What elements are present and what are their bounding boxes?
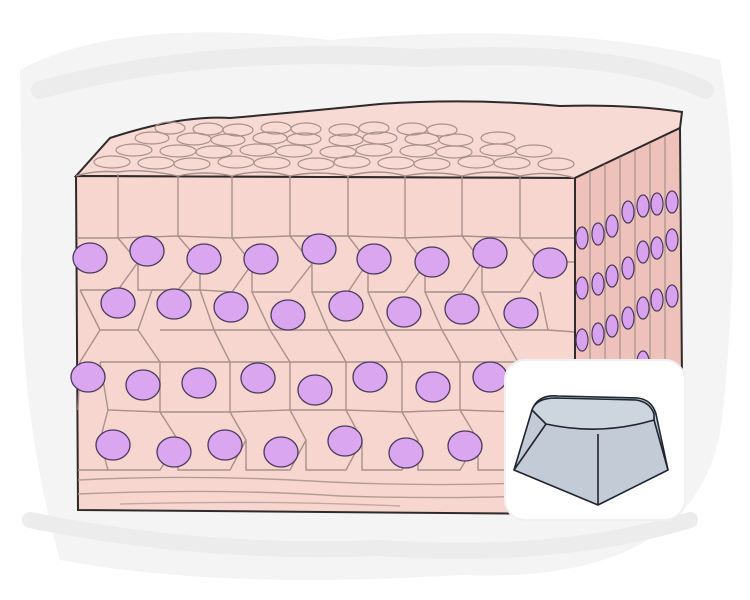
cell-nucleus	[605, 264, 619, 288]
surface-cell	[328, 123, 360, 137]
cell-nucleus	[301, 233, 337, 265]
surface-cell	[222, 123, 254, 137]
cell-nucleus	[352, 361, 388, 393]
cell-nucleus	[650, 288, 664, 312]
cell-nucleus	[447, 430, 483, 462]
cell-nucleus	[297, 374, 333, 406]
cell-nucleus	[388, 437, 424, 469]
surface-cell	[195, 145, 233, 159]
cell-nucleus	[575, 226, 589, 250]
cell-nucleus	[270, 299, 306, 331]
cell-nucleus	[72, 242, 108, 274]
cell-nucleus	[605, 314, 619, 338]
cell-nucleus	[386, 296, 422, 328]
cell-nucleus	[472, 361, 508, 393]
cell-nucleus	[472, 237, 508, 269]
surface-cell	[286, 132, 322, 146]
cell-nucleus	[356, 243, 392, 275]
cell-nucleus	[213, 291, 249, 323]
surface-cell	[355, 143, 393, 157]
surface-cell	[333, 155, 371, 169]
cell-nucleus	[636, 194, 650, 218]
surface-cell	[115, 143, 153, 157]
surface-cell	[173, 157, 211, 171]
cell-nucleus	[605, 214, 619, 238]
cell-nucleus	[327, 425, 363, 457]
cell-nucleus	[125, 369, 161, 401]
surface-cell	[210, 133, 246, 147]
surface-cell	[358, 121, 390, 135]
tissue-top-surface	[73, 100, 684, 180]
cell-nucleus	[532, 247, 568, 279]
cell-nucleus	[156, 288, 192, 320]
surface-cell	[290, 122, 322, 136]
cell-nucleus	[240, 362, 276, 394]
cell-nucleus	[591, 322, 605, 346]
cell-nuclei	[70, 233, 568, 469]
cell-nucleus	[415, 371, 451, 403]
cell-nucleus	[665, 228, 679, 252]
cell-nucleus	[129, 235, 165, 267]
cell-nucleus	[95, 429, 131, 461]
cell-nucleus	[186, 243, 222, 275]
cell-nucleus	[665, 190, 679, 214]
cell-nucleus	[650, 192, 664, 216]
cell-nucleus	[636, 296, 650, 320]
cell-nucleus	[207, 429, 243, 461]
surface-cell	[93, 155, 131, 169]
cell-nucleus	[503, 297, 539, 329]
surface-cell	[154, 121, 186, 135]
inset-panel	[504, 359, 686, 521]
keycap-icon	[513, 394, 669, 506]
surface-cell	[134, 131, 170, 145]
cell-nucleus	[70, 361, 106, 393]
cell-nucleus	[591, 272, 605, 296]
cell-nucleus	[444, 293, 480, 325]
cell-nucleus	[575, 276, 589, 300]
cell-nucleus	[591, 222, 605, 246]
cell-nucleus	[621, 256, 635, 280]
cell-nucleus	[414, 246, 450, 278]
cell-nucleus	[100, 287, 136, 319]
surface-cell	[275, 144, 313, 158]
tissue-front-face	[74, 169, 576, 516]
cell-nucleus	[181, 367, 217, 399]
cell-nucleus	[621, 306, 635, 330]
cell-nucleus	[243, 243, 279, 275]
surface-cell	[413, 157, 451, 171]
cell-nucleus	[621, 200, 635, 224]
cell-nucleus	[650, 236, 664, 260]
cell-nucleus	[263, 436, 299, 468]
cell-nucleus	[575, 328, 589, 352]
surface-cell	[537, 157, 575, 171]
surface-cell	[297, 157, 335, 171]
surface-cell	[493, 156, 531, 170]
cell-nucleus	[328, 290, 364, 322]
cell-nucleus	[636, 240, 650, 264]
cell-nucleus	[156, 436, 192, 468]
surface-cell	[253, 156, 291, 170]
surface-cell	[435, 145, 473, 159]
surface-cell	[515, 144, 553, 158]
cell-nucleus	[665, 284, 679, 308]
